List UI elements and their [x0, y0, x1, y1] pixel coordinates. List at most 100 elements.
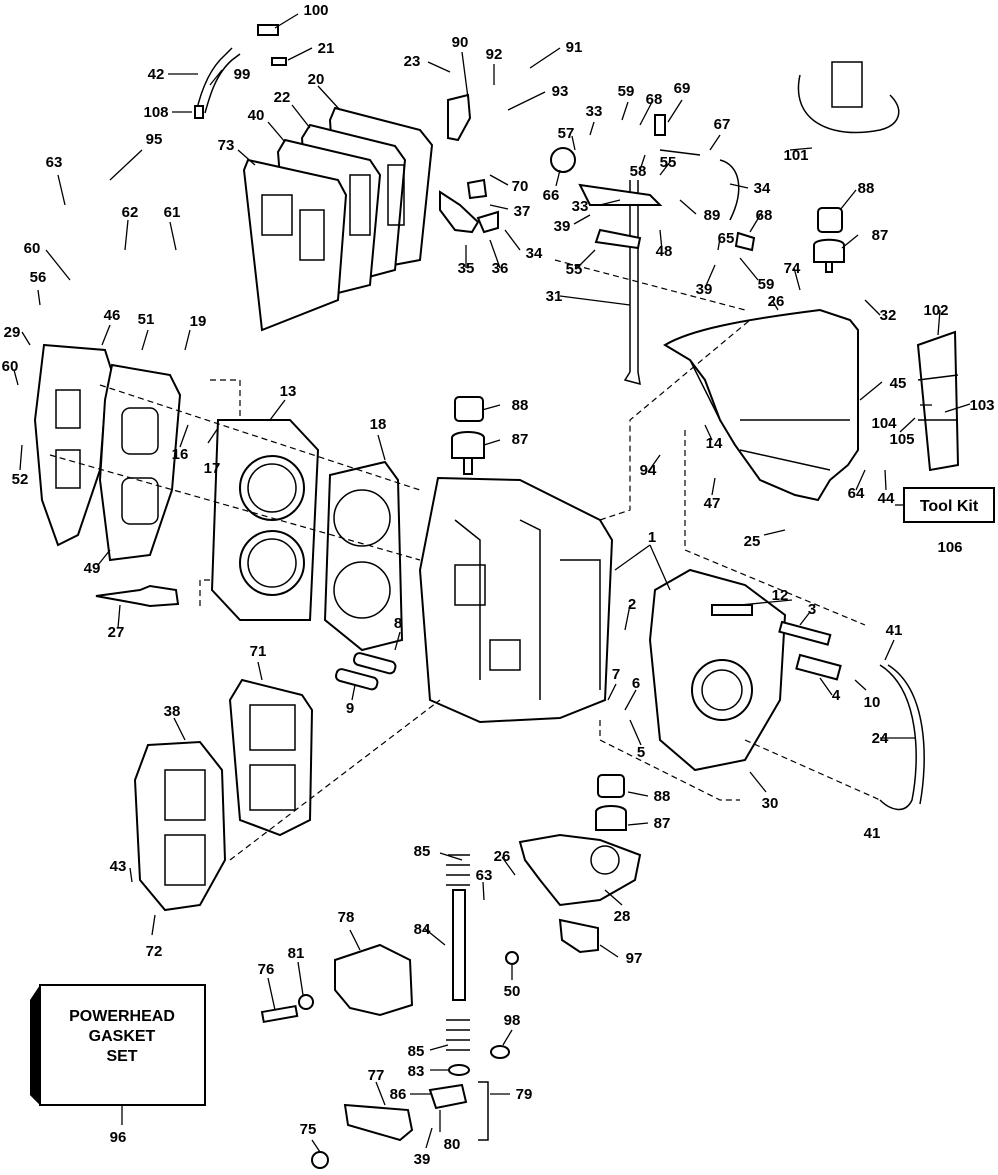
callout-label: 2 — [628, 596, 636, 613]
callout-label: 24 — [872, 730, 889, 747]
callout-label: 52 — [12, 471, 29, 488]
callout-label: 13 — [280, 383, 297, 400]
callout-label: 77 — [368, 1067, 385, 1084]
callout-label: 20 — [308, 71, 325, 88]
part-crankcase-half — [648, 568, 787, 772]
callout-label: 83 — [408, 1063, 425, 1080]
callout-label: 72 — [146, 943, 163, 960]
part-intake-manifold-38 — [133, 740, 227, 912]
part-head-gasket-18 — [323, 460, 404, 652]
callout-label: 68 — [756, 207, 773, 224]
callout-label: 87 — [872, 227, 889, 244]
callout-label: 75 — [300, 1121, 317, 1138]
callout-label: 46 — [104, 307, 121, 324]
callout-label: 31 — [546, 288, 563, 305]
callout-label: 5 — [637, 744, 645, 761]
part-cylinder-block — [418, 476, 614, 724]
callout-label: 81 — [288, 945, 305, 962]
callout-label: 55 — [660, 154, 677, 171]
leader-lines — [13, 13, 971, 1153]
callout-label: 87 — [512, 431, 529, 448]
callout-label: 88 — [512, 397, 529, 414]
callout-label: 26 — [768, 293, 785, 310]
callout-label: 34 — [526, 245, 543, 262]
part-hose-24 — [879, 664, 925, 811]
callout-label: 32 — [880, 307, 897, 324]
gasket-set-box — [30, 984, 206, 1106]
callout-label: 42 — [148, 66, 165, 83]
part-shift-rod-assembly — [550, 114, 756, 386]
callout-label: 90 — [452, 34, 469, 51]
callout-label: 35 — [458, 260, 475, 277]
callout-label: 23 — [404, 53, 421, 70]
callout-label: 97 — [626, 950, 643, 967]
callout-label: 36 — [492, 260, 509, 277]
callout-label: 85 — [408, 1043, 425, 1060]
callout-label: 25 — [744, 533, 761, 550]
part-wire-harness-101 — [797, 61, 900, 134]
callout-label: 58 — [630, 163, 647, 180]
callout-label: 79 — [516, 1086, 533, 1103]
callout-label: 26 — [494, 848, 511, 865]
callout-label: 51 — [138, 311, 155, 328]
callout-label: 37 — [514, 203, 531, 220]
callout-label: 70 — [512, 178, 529, 195]
callout-label: 85 — [414, 843, 431, 860]
callout-label: 57 — [558, 125, 575, 142]
callout-label: 38 — [164, 703, 181, 720]
callout-label: 98 — [504, 1012, 521, 1029]
callout-label: 61 — [164, 204, 181, 221]
callout-label: 39 — [696, 281, 713, 298]
callout-label: 8 — [394, 615, 402, 632]
callout-label: 29 — [4, 324, 21, 341]
callout-label: 100 — [303, 2, 328, 19]
callout-label: 49 — [84, 560, 101, 577]
callout-label: 84 — [414, 921, 431, 938]
callout-label: 9 — [346, 700, 354, 717]
callout-label: 17 — [204, 460, 221, 477]
callout-label: 63 — [476, 867, 493, 884]
callout-label: 33 — [572, 198, 589, 215]
gasket-set-label-line1: POWERHEAD — [69, 1008, 175, 1025]
callout-label: 74 — [784, 260, 801, 277]
callout-label: 80 — [444, 1136, 461, 1153]
callout-label: 55 — [566, 261, 583, 278]
callout-label: 48 — [656, 243, 673, 260]
callout-label: 39 — [554, 218, 571, 235]
callout-label: 73 — [218, 137, 235, 154]
part-motor-mount-center — [451, 396, 485, 475]
part-throttle-linkage — [439, 93, 499, 234]
part-gasket-71 — [228, 678, 314, 837]
callout-label: 50 — [504, 983, 521, 1000]
part-cover-102 — [916, 330, 960, 472]
callout-label: 1 — [648, 529, 656, 546]
callout-label: 4 — [832, 687, 841, 704]
callout-label: 88 — [654, 788, 671, 805]
callout-label: 94 — [640, 462, 657, 479]
callout-label: 19 — [190, 313, 207, 330]
gasket-set-label-line3: SET — [106, 1048, 137, 1065]
callout-label: 60 — [24, 240, 41, 257]
callout-label: 40 — [248, 107, 265, 124]
callout-label: 33 — [586, 103, 603, 120]
part-motor-mount-upper-right — [813, 207, 845, 273]
callout-label: 93 — [552, 83, 569, 100]
callout-label: 65 — [718, 230, 735, 247]
callout-label: 34 — [754, 180, 771, 197]
part-clamp-97 — [558, 918, 599, 954]
part-bracket-28 — [518, 833, 642, 907]
part-cylinder-head-13 — [210, 419, 320, 621]
part-small-hardware — [260, 951, 519, 1169]
gasket-set-number: 96 — [110, 1129, 127, 1146]
callout-label: 91 — [566, 39, 583, 56]
callout-label: 76 — [258, 961, 275, 978]
callout-label: 44 — [878, 490, 895, 507]
part-bracket-77 — [343, 1081, 489, 1142]
callout-label: 45 — [890, 375, 907, 392]
callout-label: 69 — [674, 80, 691, 97]
callout-label: 95 — [146, 131, 163, 148]
callout-label: 68 — [646, 91, 663, 108]
